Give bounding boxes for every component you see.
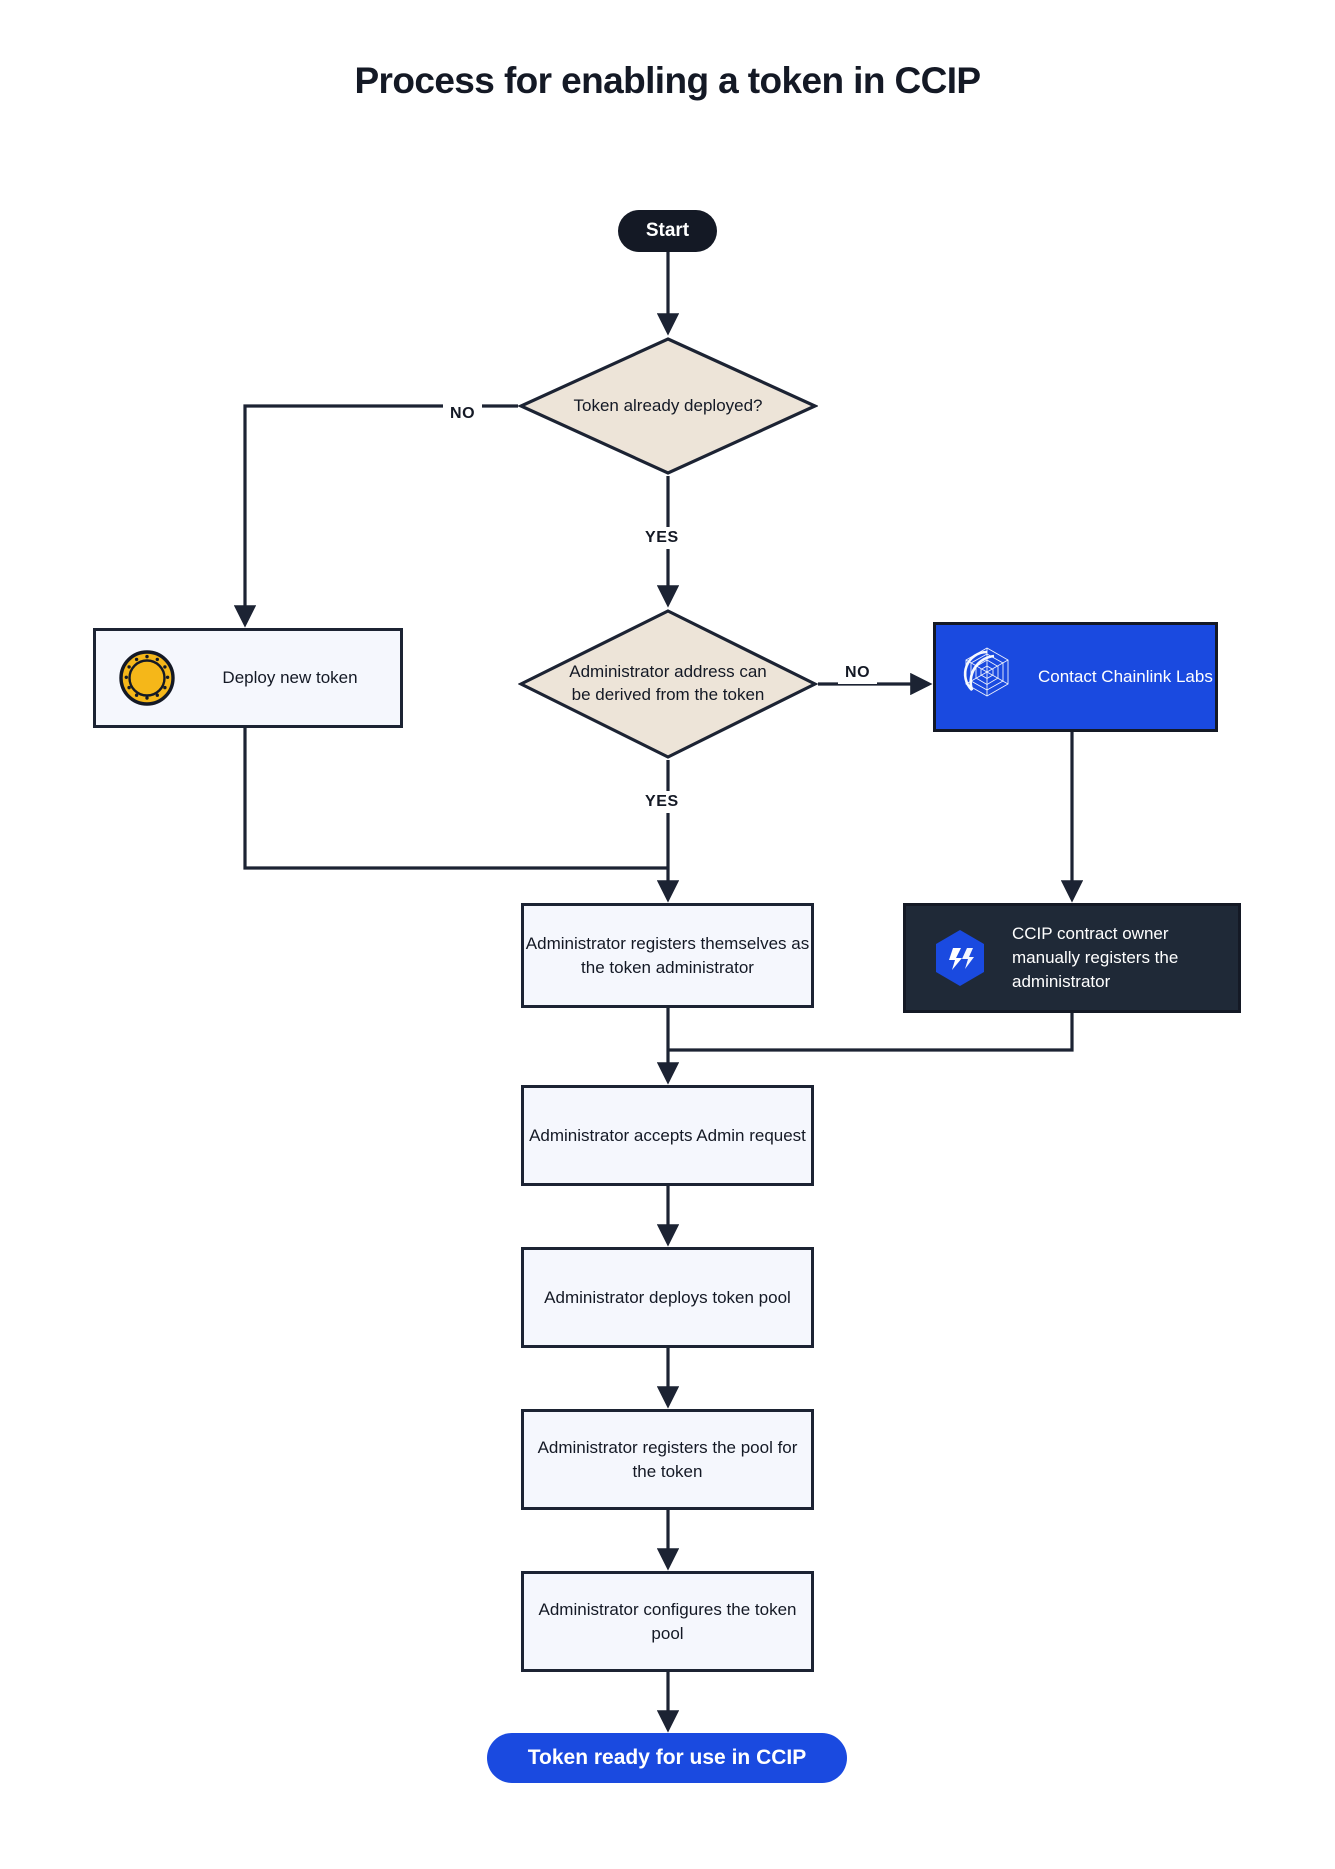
node-configure-pool[interactable]: Administrator configures the token pool	[521, 1571, 814, 1672]
node-contact-chainlink-labs-label: Contact Chainlink Labs	[1038, 666, 1213, 686]
node-deploy-new-token[interactable]: Deploy new token	[93, 628, 403, 728]
gold-coin-icon	[119, 650, 175, 706]
node-deploy-pool-label: Administrator deploys token pool	[544, 1287, 791, 1307]
node-end-label: Token ready for use in CCIP	[527, 1746, 807, 1769]
edge-label-no-token-deployed: NO	[443, 403, 483, 425]
node-manual-register[interactable]: CCIP contract owner manually registers t…	[903, 903, 1241, 1013]
node-decision-admin-derived-label: Administrator address can be derived fro…	[569, 662, 767, 704]
node-decision-token-deployed-label: Token already deployed?	[573, 395, 763, 415]
node-deploy-new-token-label: Deploy new token	[222, 668, 358, 688]
node-start[interactable]: Start	[618, 210, 717, 252]
node-deploy-pool[interactable]: Administrator deploys token pool	[521, 1247, 814, 1348]
node-register-pool[interactable]: Administrator registers the pool for the…	[521, 1409, 814, 1510]
ccip-hexagon-icon	[936, 930, 984, 986]
diamond-shape	[518, 609, 818, 759]
node-contact-chainlink-labs[interactable]: Contact Chainlink Labs	[933, 622, 1218, 732]
node-decision-admin-derived[interactable]: Administrator address can be derived fro…	[518, 608, 818, 760]
chainlink-logo-icon	[963, 647, 1009, 697]
diamond-shape	[518, 337, 818, 475]
edge-label-no-admin-derived: NO	[838, 662, 878, 684]
node-decision-token-deployed[interactable]: Token already deployed?	[518, 336, 818, 476]
node-register-self[interactable]: Administrator registers themselves as th…	[521, 903, 814, 1008]
node-manual-register-label: CCIP contract owner manually registers t…	[1012, 923, 1179, 992]
page-title: Process for enabling a token in CCIP	[354, 60, 981, 101]
edge-label-yes-admin-derived: YES	[638, 791, 686, 813]
node-register-self-label: Administrator registers themselves as th…	[525, 934, 810, 977]
node-configure-pool-label: Administrator configures the token pool	[538, 1600, 797, 1643]
node-register-pool-label: Administrator registers the pool for the…	[537, 1438, 798, 1481]
edge-label-yes-token-deployed: YES	[638, 527, 686, 549]
node-end[interactable]: Token ready for use in CCIP	[487, 1733, 847, 1783]
node-accept-admin[interactable]: Administrator accepts Admin request	[521, 1085, 814, 1186]
node-accept-admin-label: Administrator accepts Admin request	[529, 1125, 806, 1145]
node-start-label: Start	[645, 220, 690, 241]
